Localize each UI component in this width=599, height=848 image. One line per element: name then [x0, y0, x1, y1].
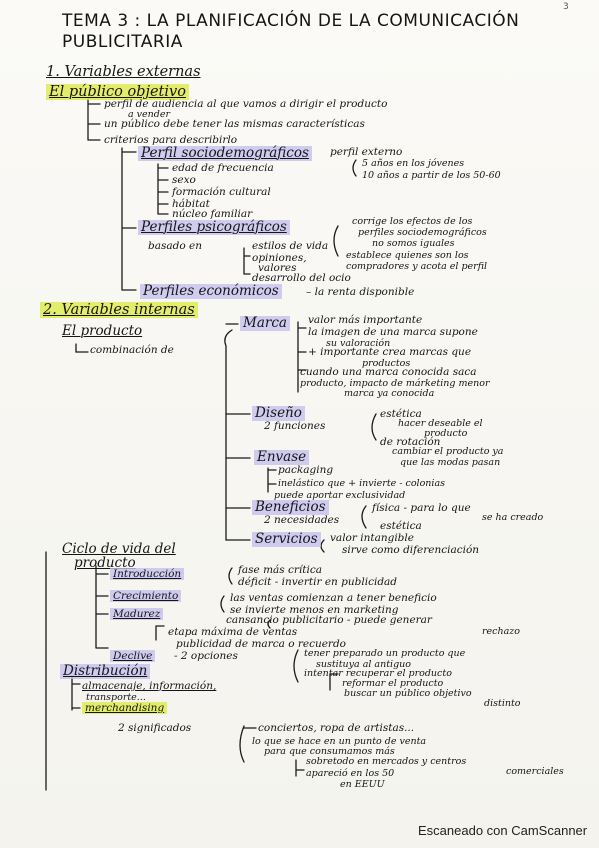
- psico-estilos: estilos de vida: [252, 240, 329, 252]
- beneficios-note-1: física - para lo que: [372, 502, 471, 514]
- madurez-note-2: rechazo: [482, 626, 520, 637]
- crecimiento-note-2: se invierte menos en marketing: [230, 604, 399, 616]
- perfil-externo-note: perfil externo: [330, 146, 403, 158]
- publico-item-2: un público debe tener las mismas caracte…: [104, 118, 365, 130]
- distribucion-label: Distribución: [60, 664, 151, 679]
- merch-note-2: lo que se hace en un punto de venta: [252, 736, 427, 747]
- introduccion-note-2: déficit - invertir en publicidad: [238, 576, 398, 588]
- psico-opiniones: opiniones,: [252, 252, 307, 264]
- merchandising-label: merchandising: [82, 702, 168, 714]
- ciclo-label: Ciclo de vida del: [62, 541, 176, 557]
- marca-note-4: + importante crea marcas que: [308, 346, 472, 358]
- socio-sexo: sexo: [172, 174, 196, 186]
- psico-note-5: compradores y acota el perfil: [346, 261, 488, 272]
- merchandising-significados: 2 significados: [118, 722, 192, 734]
- publico-item-3: criterios para describirlo: [104, 134, 238, 146]
- merch-note-5: comerciales: [506, 766, 564, 777]
- beneficios-label: Beneficios: [252, 500, 329, 515]
- servicios-note-1: valor intangible: [330, 532, 414, 544]
- declive-note-5: buscar un público objetivo: [344, 688, 472, 699]
- merch-note-7: en EEUU: [340, 779, 385, 790]
- crecimiento-note-1: las ventas comienzan a tener beneficio: [230, 592, 437, 604]
- perfil-sociodemografico-label: Perfil sociodemográficos: [138, 146, 312, 161]
- marca-note-8: marca ya conocida: [344, 388, 435, 399]
- envase-note-3: puede aportar exclusividad: [274, 490, 406, 501]
- psico-desarrollo: desarrollo del ocio: [252, 272, 351, 284]
- psico-note-1: corrige los efectos de los: [352, 216, 473, 227]
- diseno-note-4: de rotación: [380, 436, 441, 448]
- fase-declive: Declive: [110, 650, 156, 662]
- merch-note-3: para que consumamos más: [264, 746, 395, 757]
- socio-habitat: hábitat: [172, 198, 210, 210]
- scanner-watermark: Escaneado con CamScanner: [418, 823, 588, 838]
- psico-note-3: no somos iguales: [372, 238, 455, 249]
- diseno-note-1: estética: [380, 408, 422, 420]
- madurez-note-4: publicidad de marca o recuerdo: [176, 638, 346, 650]
- page-number: 3: [563, 2, 569, 12]
- madurez-note-1: cansancio publicitario - puede generar: [226, 614, 432, 626]
- perfil-economico-label: Perfiles económicos: [140, 284, 282, 299]
- envase-label: Envase: [254, 450, 310, 465]
- fase-crecimiento: Crecimiento: [110, 590, 182, 602]
- psico-valores: valores: [258, 262, 297, 274]
- edad-note-2: 10 años a partir de los 50-60: [362, 170, 501, 181]
- marca-note-6: cuando una marca conocida saca: [300, 366, 477, 378]
- distribucion-item-1: almacenaje, información,: [82, 680, 217, 692]
- introduccion-note-1: fase más crítica: [238, 564, 323, 576]
- declive-note-1: tener preparado un producto que: [304, 648, 466, 659]
- declive-note-4: reformar el producto: [342, 678, 444, 689]
- declive-opciones: - 2 opciones: [174, 650, 238, 662]
- marca-note-1: valor más importante: [308, 314, 423, 326]
- distribucion-item-2: transporte...: [86, 692, 146, 703]
- madurez-note-3: etapa máxima de ventas: [168, 626, 298, 638]
- page-title-line1: TEMA 3 : LA PLANIFICACIÓN DE LA COMUNICA…: [62, 11, 520, 31]
- diseno-note-5: cambiar el producto ya: [392, 446, 504, 457]
- marca-note-2: la imagen de una marca supone: [308, 326, 478, 338]
- merch-note-6: apareció en los 50: [306, 768, 395, 779]
- merch-note-1: conciertos, ropa de artistas...: [258, 722, 415, 734]
- fase-introduccion: Introducción: [110, 568, 185, 580]
- diseno-funciones: 2 funciones: [264, 420, 326, 432]
- servicios-label: Servicios: [252, 532, 321, 547]
- marca-note-3: su valoración: [326, 338, 391, 349]
- marca-note-7: producto, impacto de márketing menor: [300, 378, 490, 389]
- declive-note-3: intentar recuperar el producto: [304, 668, 452, 679]
- servicios-note-2: sirve como diferenciación: [342, 544, 480, 556]
- ciclo-label-2: producto: [74, 555, 136, 571]
- perfil-psicografico-label: Perfiles psicográficos: [138, 220, 290, 235]
- publico-item-1b: a vender: [128, 109, 171, 120]
- psico-note-2: perfiles sociodemográficos: [358, 227, 487, 238]
- diseno-note-6: que las modas pasan: [400, 457, 501, 468]
- envase-note-2: inelástico que + invierte - colonias: [278, 478, 446, 489]
- declive-note-2: sustituya al antiguo: [316, 659, 411, 670]
- envase-note-1: packaging: [278, 464, 334, 476]
- socio-formacion: formación cultural: [172, 186, 271, 198]
- beneficios-note-2: se ha creado: [482, 512, 544, 523]
- diseno-note-2: hacer deseable el: [398, 418, 483, 429]
- page-title-line2: PUBLICITARIA: [62, 32, 183, 52]
- publico-item-1: perfil de audiencia al que vamos a dirig…: [104, 98, 388, 110]
- socio-edad: edad de frecuencia: [172, 162, 274, 174]
- publico-objetivo-label: El público objetivo: [46, 84, 189, 100]
- section2-heading: 2. Variables internas: [40, 302, 198, 318]
- beneficios-note-3: estética: [380, 520, 422, 532]
- psico-note-4: establece quienes son los: [346, 250, 469, 261]
- section1-heading: 1. Variables externas: [46, 64, 201, 80]
- perfil-economico-note: – la renta disponible: [306, 286, 415, 298]
- declive-note-6: distinto: [484, 698, 521, 709]
- beneficios-necesidades: 2 necesidades: [264, 514, 340, 526]
- producto-combinacion: combinación de: [90, 344, 174, 356]
- psico-basado: basado en: [148, 240, 202, 252]
- socio-nucleo: núcleo familiar: [172, 208, 253, 220]
- producto-label: El producto: [62, 323, 143, 339]
- marca-note-5: productos: [362, 358, 411, 369]
- diseno-note-3: producto: [424, 428, 468, 439]
- marca-label: Marca: [240, 316, 290, 331]
- edad-note-1: 5 años en los jóvenes: [362, 158, 465, 169]
- merch-note-4: sobretodo en mercados y centros: [306, 756, 467, 767]
- fase-madurez: Madurez: [110, 608, 164, 620]
- diseno-label: Diseño: [252, 406, 305, 421]
